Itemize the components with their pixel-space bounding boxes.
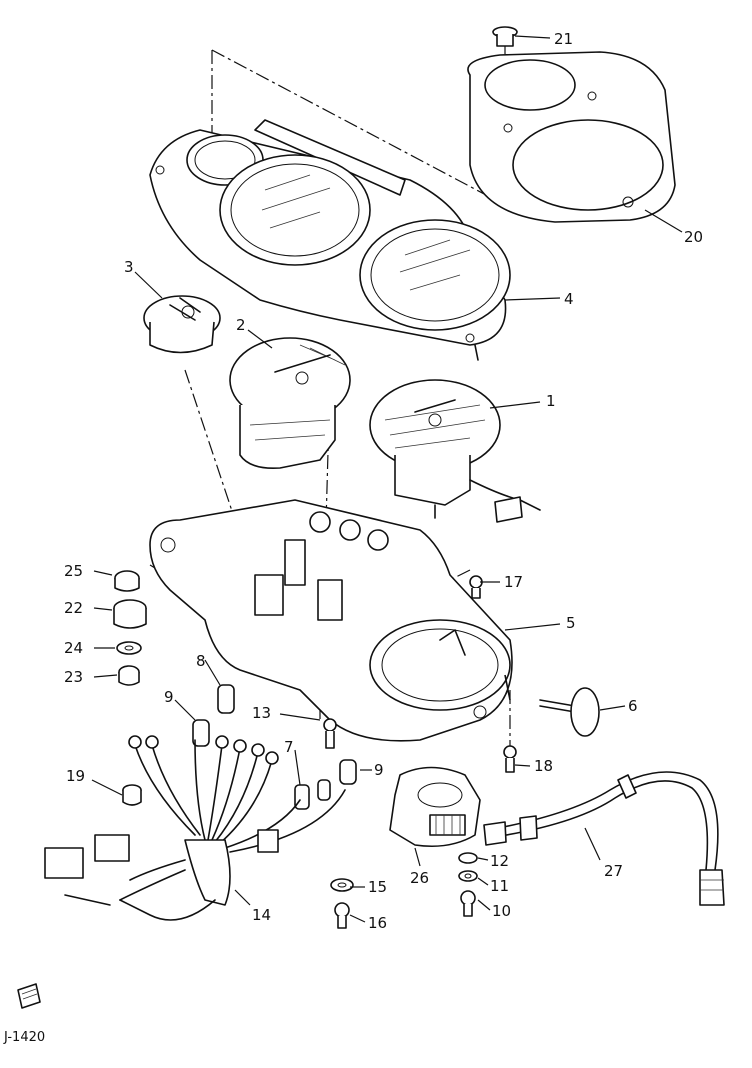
callout-9b: 9	[374, 761, 384, 779]
diagram-reference-code: J-1420	[4, 1030, 46, 1045]
callout-17: 19	[66, 767, 85, 785]
part-22-screw	[492, 26, 518, 47]
part-3-small-gauge	[143, 295, 221, 354]
part-5-lower-case	[149, 499, 513, 742]
part-6-reset-knob	[539, 687, 600, 737]
callout-6: 6	[628, 697, 638, 715]
part-8-bulb	[217, 684, 235, 714]
part-16-washer	[330, 878, 354, 892]
callout-10: 7	[284, 738, 294, 756]
part-18-screw	[469, 575, 483, 599]
part-9-bulb-socket	[192, 719, 210, 747]
part-24-nut	[118, 665, 140, 686]
part-20-gear-unit	[389, 766, 481, 848]
callout-9a: 9	[164, 688, 174, 706]
callout-7: 14	[252, 906, 271, 924]
book-icon	[17, 983, 41, 1009]
part-12-washer	[458, 870, 478, 882]
callout-2: 2	[236, 316, 246, 334]
part-25-washer	[116, 641, 142, 655]
callout-14: 13	[252, 704, 271, 722]
part-7-wire-harness	[44, 735, 346, 921]
callout-4: 4	[564, 290, 574, 308]
part-13-washer	[458, 852, 478, 864]
callout-8: 8	[196, 652, 206, 670]
callout-labels: 21 20 4 3 2 1 25 17 22 5 24 8 23 9 6 13 …	[64, 30, 703, 932]
part-17-grommet	[122, 784, 142, 806]
part-4-meter-housing	[149, 119, 511, 361]
part-14-screw	[323, 718, 337, 749]
callout-12: 11	[490, 877, 509, 895]
callout-27: 27	[604, 862, 623, 880]
callout-24: 23	[64, 668, 83, 686]
part-9-bulb-socket-2	[339, 759, 357, 785]
callout-5: 5	[566, 614, 576, 632]
callout-16: 15	[368, 878, 387, 896]
callout-23: 22	[64, 599, 83, 617]
callout-11: 10	[492, 902, 511, 920]
callout-25: 24	[64, 639, 83, 657]
callout-21: 20	[684, 228, 703, 246]
callout-19: 18	[534, 757, 553, 775]
callout-13: 12	[490, 852, 509, 870]
part-26-collar	[114, 570, 140, 592]
part-19-screw	[503, 745, 517, 773]
part-1-speedometer	[369, 379, 541, 523]
part-2-tachometer	[229, 337, 351, 470]
part-11-screw	[460, 890, 476, 917]
part-15-screw	[334, 902, 350, 929]
callout-22: 21	[554, 30, 573, 48]
part-27-speedometer-cable	[483, 771, 725, 906]
callout-20: 26	[410, 869, 429, 887]
callout-1: 1	[546, 392, 556, 410]
part-23-grommet	[113, 599, 147, 629]
callout-18: 17	[504, 573, 523, 591]
leader-lines	[91, 35, 683, 923]
callout-3: 3	[124, 258, 134, 276]
callout-26: 25	[64, 562, 83, 580]
part-10-bulb	[294, 779, 331, 810]
part-21-bezel-plate	[467, 51, 676, 223]
callout-15: 16	[368, 914, 387, 932]
